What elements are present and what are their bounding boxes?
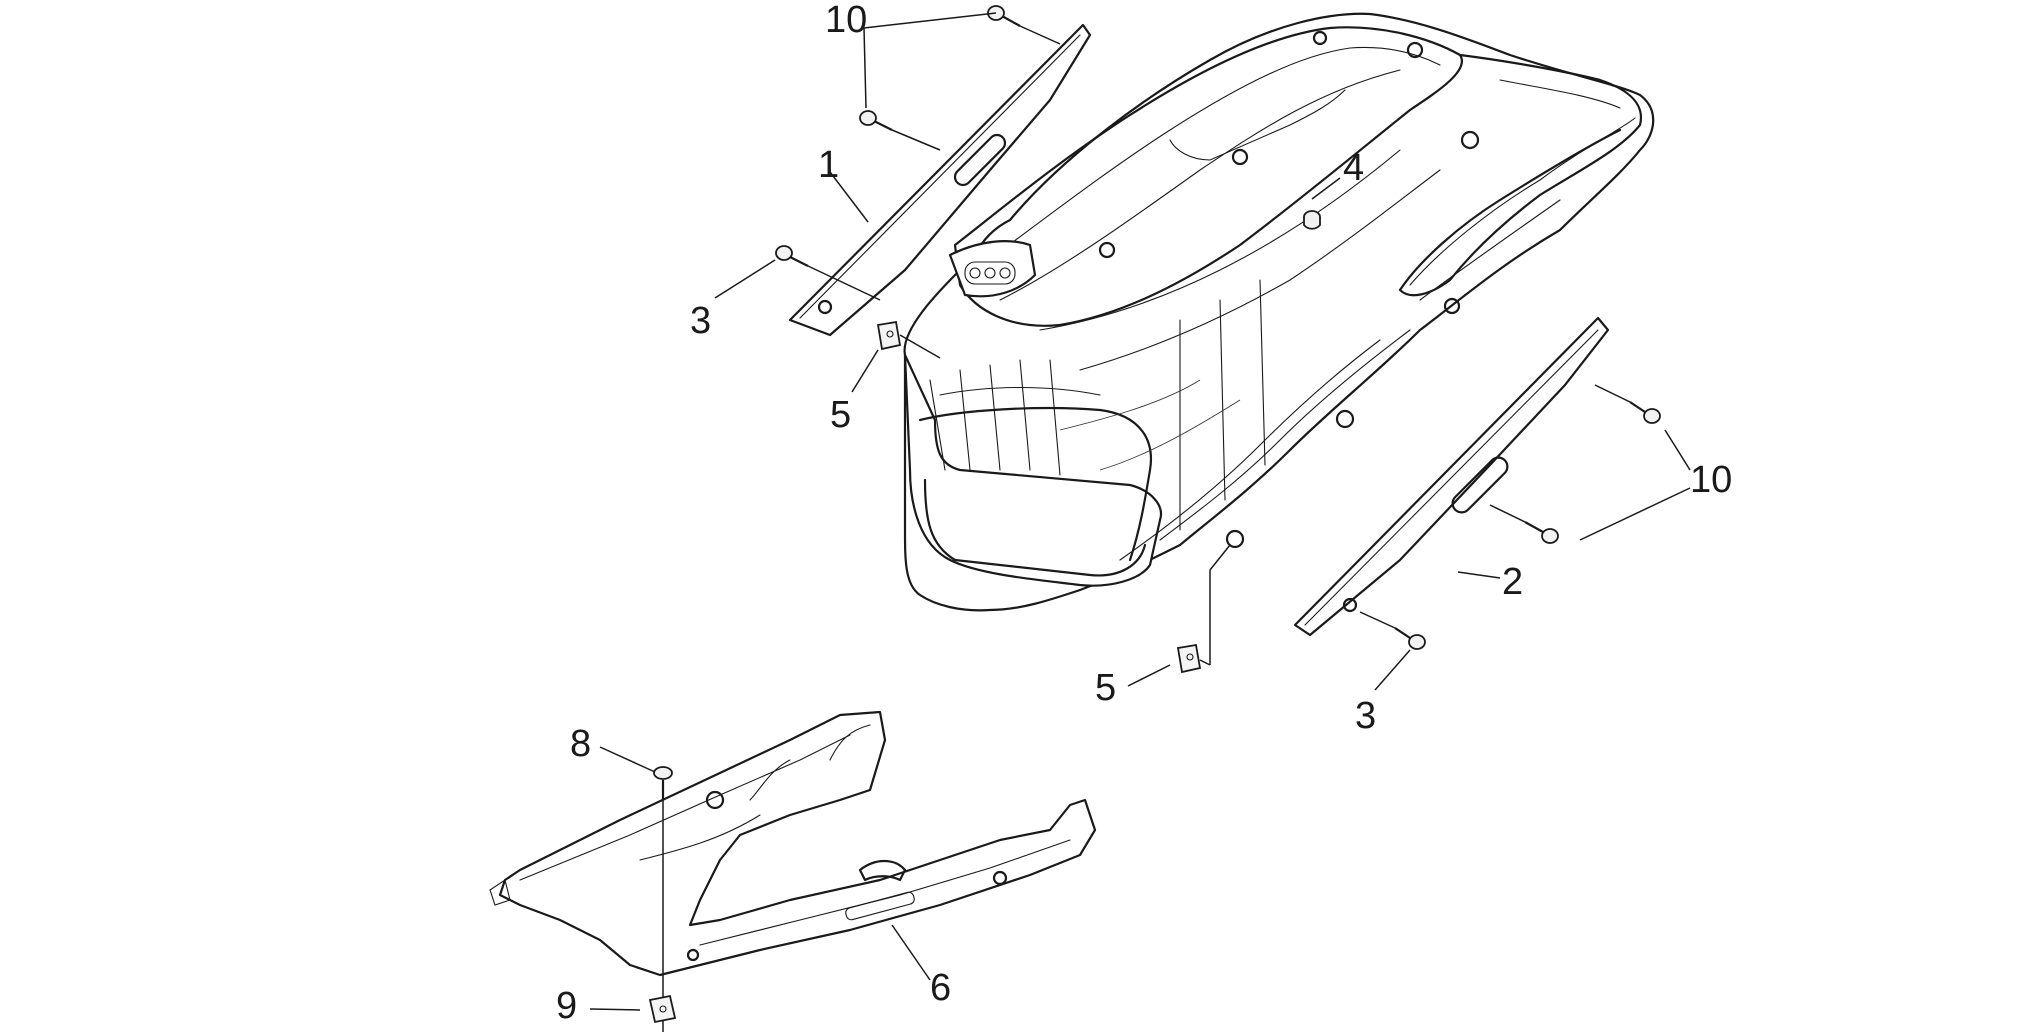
callout-5-upper: 5 bbox=[830, 394, 851, 436]
callout-2: 2 bbox=[1502, 561, 1523, 603]
callout-8: 8 bbox=[570, 723, 591, 765]
callout-3-left: 3 bbox=[690, 300, 711, 342]
screw-10-right-upper bbox=[1594, 384, 1661, 424]
callout-9: 9 bbox=[556, 985, 577, 1027]
rear-body-cover bbox=[903, 12, 1655, 612]
screw-10-top-lower bbox=[859, 110, 941, 151]
callout-10-top: 10 bbox=[825, 0, 867, 41]
screw-3-right bbox=[1359, 611, 1426, 650]
callout-10-right: 10 bbox=[1690, 459, 1732, 501]
callout-3-right: 3 bbox=[1355, 695, 1376, 737]
callout-1: 1 bbox=[818, 144, 839, 186]
clip-5-upper bbox=[876, 320, 941, 359]
floor-panel bbox=[489, 710, 1097, 977]
callout-leaders bbox=[589, 12, 1691, 1011]
screw-3-left bbox=[775, 245, 881, 301]
screw-8 bbox=[653, 766, 673, 1032]
callout-6: 6 bbox=[930, 967, 951, 1009]
callout-5-lower: 5 bbox=[1095, 667, 1116, 709]
clip-9 bbox=[648, 994, 677, 1024]
side-cover-left bbox=[788, 23, 1092, 337]
screw-10-right-lower bbox=[1489, 504, 1559, 544]
screw-10-top-upper bbox=[987, 5, 1061, 45]
side-cover-right bbox=[1293, 316, 1610, 637]
clip-5-lower bbox=[1176, 544, 1231, 674]
nut-4 bbox=[1303, 210, 1321, 230]
callout-4: 4 bbox=[1343, 147, 1364, 189]
